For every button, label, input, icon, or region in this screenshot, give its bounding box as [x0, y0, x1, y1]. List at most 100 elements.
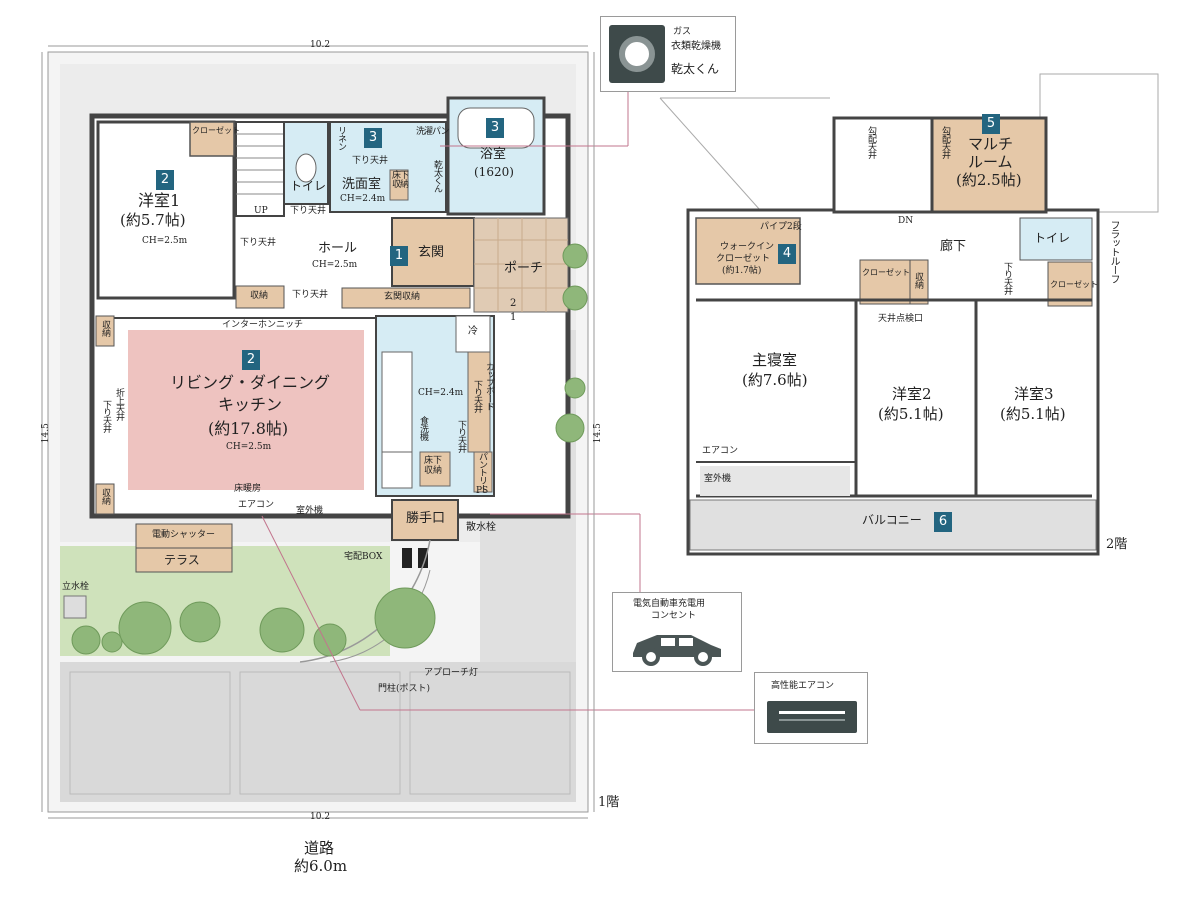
badge-multi: 5 [982, 114, 1000, 134]
ldk-name1: リビング・ダイニング [170, 373, 331, 392]
western1-ch: CH=2.5m [142, 236, 188, 246]
left-depth-dim: 14.5 [40, 423, 51, 444]
step2-label: 2 [510, 298, 517, 309]
badge-entrance: 1 [390, 246, 408, 266]
kitchen-ch: CH=2.4m [418, 388, 464, 398]
bath-name: 浴室 [480, 147, 507, 162]
top-width-dim: 10.2 [310, 40, 331, 50]
folding-ceiling-label: 折上天井 [114, 388, 124, 420]
wic-name1: ウォークイン [720, 242, 775, 252]
pantry-label: パントリー [477, 452, 487, 492]
dryer-callout-line2: 衣類乾燥機 [671, 41, 721, 52]
ldk-size: (約17.8帖) [208, 419, 289, 438]
multi-name1: マルチ [968, 135, 1014, 153]
entrance-storage-label: 玄関収納 [384, 292, 421, 302]
closet-a-label: クローゼット [862, 268, 910, 277]
dryer-label: 乾太くん [432, 160, 442, 192]
western2-name: 洋室2 [892, 385, 932, 403]
badge-bath: 3 [486, 118, 504, 138]
gate-post-label: 門柱(ポスト) [378, 684, 431, 694]
master-name: 主寝室 [752, 351, 798, 369]
service-door-label: 勝手口 [406, 511, 446, 526]
delivery-box-label: 宅配BOX [344, 552, 383, 562]
underfloor-storage-label: 床下収納 [392, 171, 409, 190]
floor-heating-label: 床暖房 [234, 484, 262, 494]
dryer-icon [609, 25, 665, 83]
aircon-unit-icon [767, 701, 857, 733]
sprinkler-label: 散水栓 [466, 522, 496, 533]
storage1-label: 収納 [250, 291, 269, 301]
ev-callout-line1: 電気自動車充電用 [633, 599, 706, 609]
ev-callout: 電気自動車充電用 コンセント [612, 592, 742, 672]
western2-size: (約5.1帖) [878, 405, 944, 423]
wic-size: (約1.7帖) [722, 266, 762, 276]
badge-wic: 4 [778, 244, 796, 264]
toilet1-label: トイレ [290, 179, 327, 193]
aircon2-label: エアコン [702, 446, 739, 456]
storage2-label: 収納 [913, 272, 923, 288]
multi-name2: ルーム [968, 153, 1013, 171]
approach-light-label: アプローチ灯 [424, 668, 479, 678]
western3-size: (約5.1帖) [1000, 405, 1066, 423]
storage-left-bottom: 収納 [100, 488, 110, 504]
washroom-drop-ceiling: 下り天井 [352, 156, 389, 166]
pipe-label: パイプ2段 [760, 222, 802, 232]
hallway-label: 廊下 [940, 239, 967, 254]
bath-size: (1620) [474, 165, 514, 179]
step1-label: 1 [510, 312, 517, 323]
floor2-label: 2階 [1106, 537, 1128, 552]
cupboard-drop-label: 下り天井 [472, 380, 482, 412]
closet-b-label: クローゼット [1050, 280, 1098, 289]
washer-pan-label: 洗濯パン [416, 127, 449, 137]
storage-left-top: 収納 [100, 320, 110, 336]
right-depth-dim: 14.5 [592, 423, 603, 444]
drop-ceiling-a: 下り天井 [290, 206, 327, 216]
slope-ceiling-1: 勾配天井 [866, 126, 876, 158]
intercom-niche-label: インターホンニッチ [222, 320, 304, 330]
drop-ceiling-b: 下り天井 [240, 238, 277, 248]
road-label-2: 約6.0m [294, 857, 348, 875]
outdoor-unit2-label: 室外機 [704, 474, 732, 484]
hall-ch: CH=2.5m [312, 260, 358, 270]
linen-label: リネン [336, 126, 346, 150]
wic-name2: クローゼット [716, 254, 771, 264]
ldk-ch: CH=2.5m [226, 442, 272, 452]
road-label-1: 道路 [304, 839, 335, 857]
dryer-callout-line3: 乾太くん [671, 62, 720, 76]
balcony-name: バルコニー [862, 513, 922, 527]
ev-car-icon [633, 635, 721, 666]
ldk-name2: キッチン [218, 395, 283, 414]
aircon-callout: 高性能エアコン [754, 672, 868, 744]
fridge-label: 冷 [468, 326, 478, 337]
ev-callout-line2: コンセント [651, 611, 697, 621]
aircon-callout-title: 高性能エアコン [771, 681, 835, 691]
terrace-label: テラス [164, 553, 200, 567]
western3-name: 洋室3 [1014, 385, 1054, 403]
dryer-callout: ガス 衣類乾燥機 乾太くん [600, 16, 736, 92]
attic-hatch-label: 天井点検口 [878, 314, 924, 324]
floor1-label: 1階 [598, 795, 620, 810]
kitchen-underfloor-label: 床下収納 [424, 456, 443, 477]
washroom-name: 洗面室 [342, 177, 382, 192]
western1-name: 洋室1 [138, 191, 181, 210]
cupboard-label: カップボード [484, 362, 494, 410]
badge-western1: 2 [156, 170, 174, 190]
hall-name: ホール [318, 241, 358, 256]
western1-size: (約5.7帖) [120, 211, 186, 229]
porch-label: ポーチ [504, 261, 544, 276]
outdoor-unit1-label: 室外機 [296, 506, 324, 516]
badge-balcony: 6 [934, 512, 952, 532]
up-label: UP [254, 206, 268, 216]
drop-ceiling-c: 下り天井 [292, 290, 329, 300]
master-size: (約7.6帖) [742, 371, 808, 389]
closet1-label: クローゼット [192, 126, 240, 135]
flat-roof-label: フラットルーフ [1108, 220, 1119, 283]
ps-label: PS [476, 486, 489, 496]
kitchen-drop-label: 下り天井 [456, 420, 466, 452]
badge-ldk: 2 [242, 350, 260, 370]
standing-faucet-label: 立水栓 [62, 582, 90, 592]
dishwasher-label: 食洗機 [418, 416, 428, 440]
drop-ceiling-2f: 下り天井 [1002, 262, 1012, 294]
